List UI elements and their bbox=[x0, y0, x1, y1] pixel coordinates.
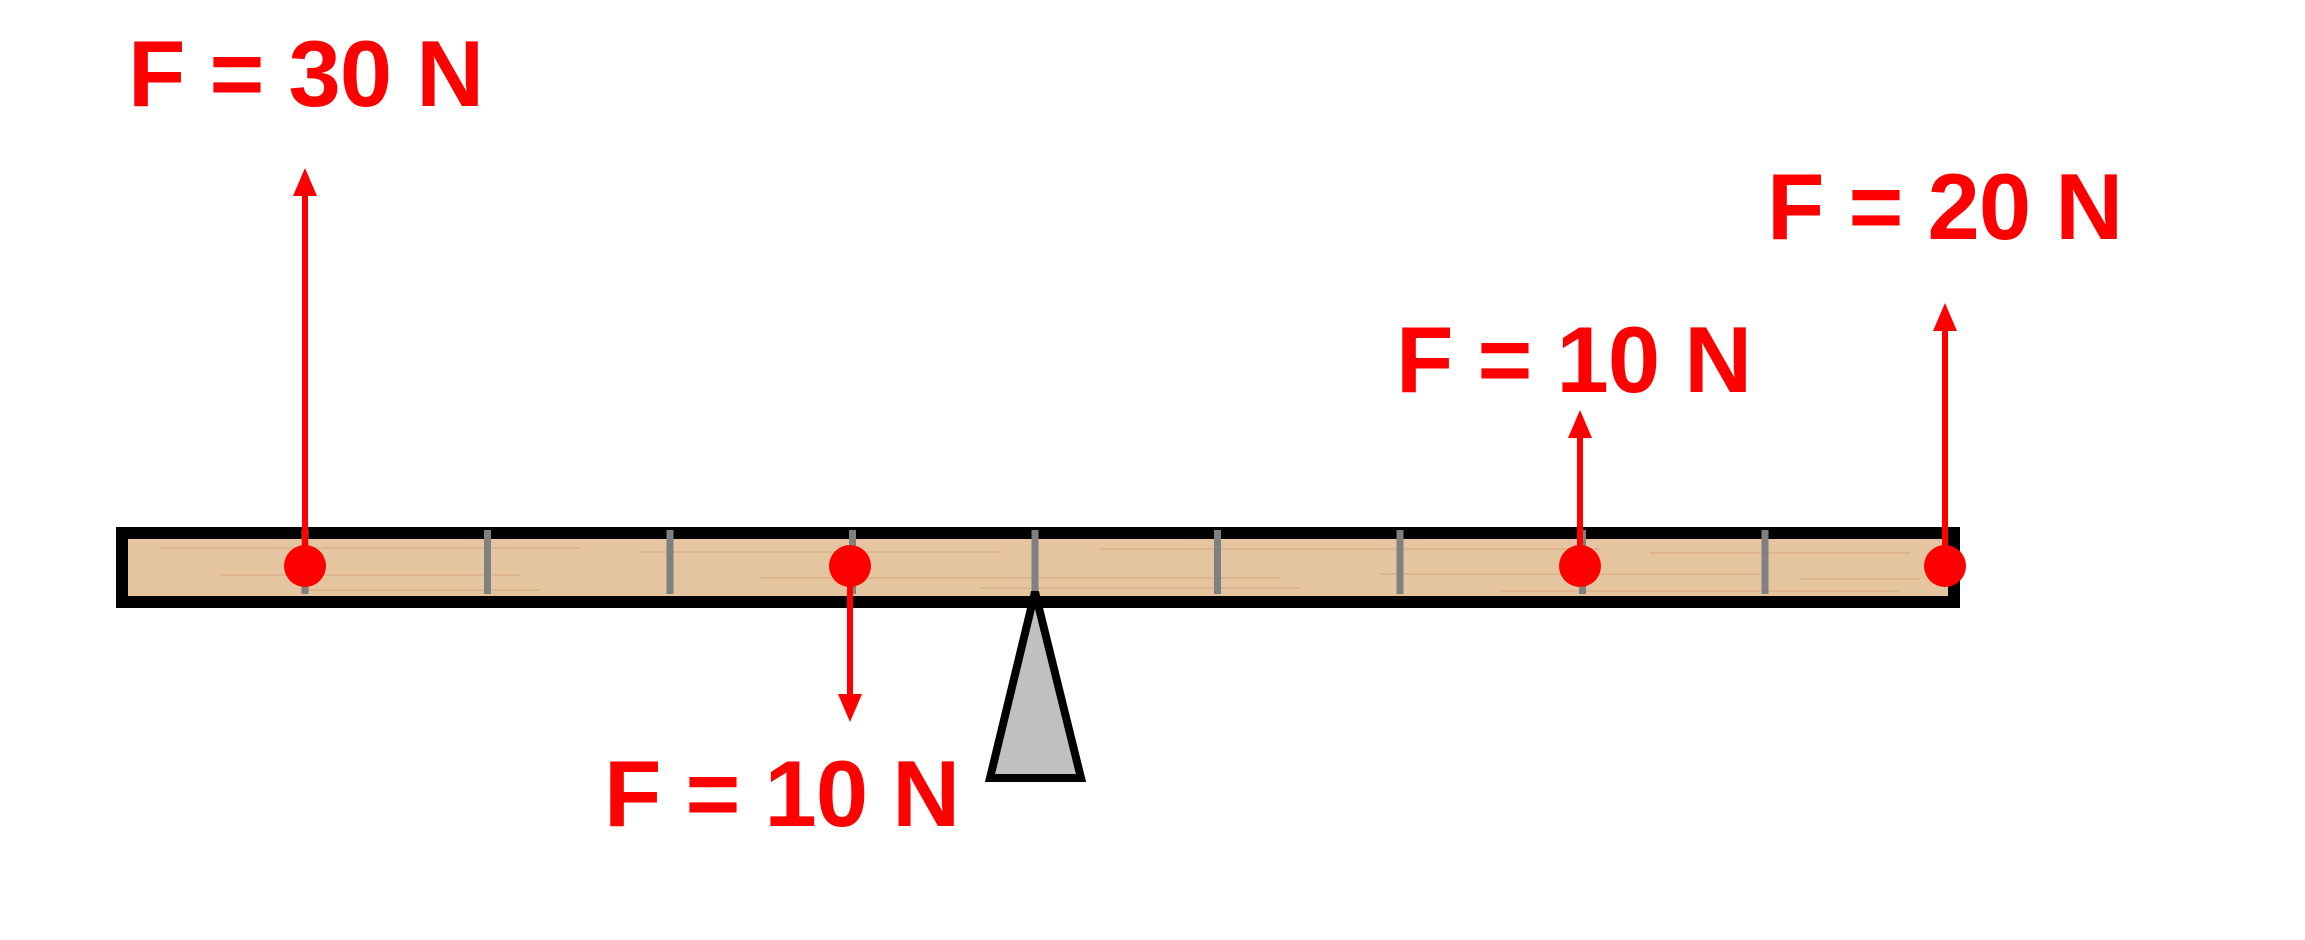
force-label-10n-up: F = 10 N bbox=[1396, 307, 1752, 412]
force-arrowhead-1 bbox=[838, 694, 862, 722]
force-point-3 bbox=[1924, 545, 1966, 587]
force-label-30n-up: F = 30 N bbox=[128, 21, 484, 126]
force-arrowhead-3 bbox=[1933, 303, 1957, 331]
force-label-10n-down: F = 10 N bbox=[604, 741, 960, 846]
fulcrum bbox=[984, 591, 1087, 782]
force-point-0 bbox=[284, 545, 326, 587]
force-arrowhead-0 bbox=[293, 168, 317, 196]
force-arrowhead-2 bbox=[1568, 410, 1592, 438]
force-point-1 bbox=[829, 545, 871, 587]
force-point-2 bbox=[1559, 545, 1601, 587]
force-1 bbox=[829, 545, 871, 722]
force-arrows bbox=[284, 168, 1966, 722]
fulcrum-triangle bbox=[984, 591, 1087, 782]
force-3 bbox=[1924, 303, 1966, 587]
force-label-20n-up: F = 20 N bbox=[1767, 154, 2123, 259]
force-0 bbox=[284, 168, 326, 587]
force-2 bbox=[1559, 410, 1601, 587]
